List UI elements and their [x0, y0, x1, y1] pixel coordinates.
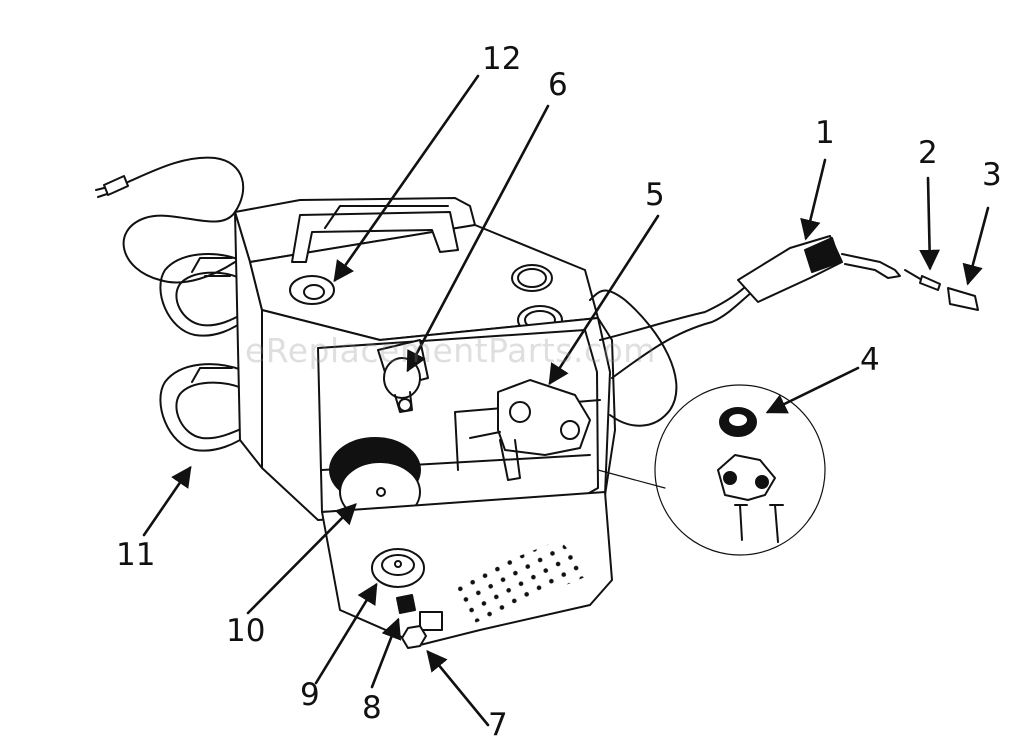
callout-12: 12: [482, 41, 522, 77]
callout-8: 8: [362, 690, 382, 726]
callout-7: 7: [488, 707, 508, 743]
cord-wrap-brackets: [159, 253, 253, 452]
spool-retainer-parts: [371, 548, 427, 649]
callout-5: 5: [645, 177, 665, 213]
callout-6: 6: [548, 67, 568, 103]
drive-roll-detail: [597, 384, 826, 556]
callout-3: 3: [982, 157, 1002, 193]
callout-9: 9: [300, 677, 320, 713]
leader-arrows: [142, 74, 990, 727]
callout-10: 10: [226, 613, 266, 649]
watermark-text: eReplacementParts.com: [245, 331, 656, 370]
power-cord: [95, 156, 245, 284]
callout-11: 11: [116, 537, 156, 573]
callout-4: 4: [860, 342, 880, 378]
callout-1: 1: [815, 115, 835, 151]
mig-gun: [589, 235, 979, 427]
side-cover: [321, 491, 613, 646]
callout-2: 2: [918, 135, 938, 171]
welder-housing: [234, 197, 616, 523]
